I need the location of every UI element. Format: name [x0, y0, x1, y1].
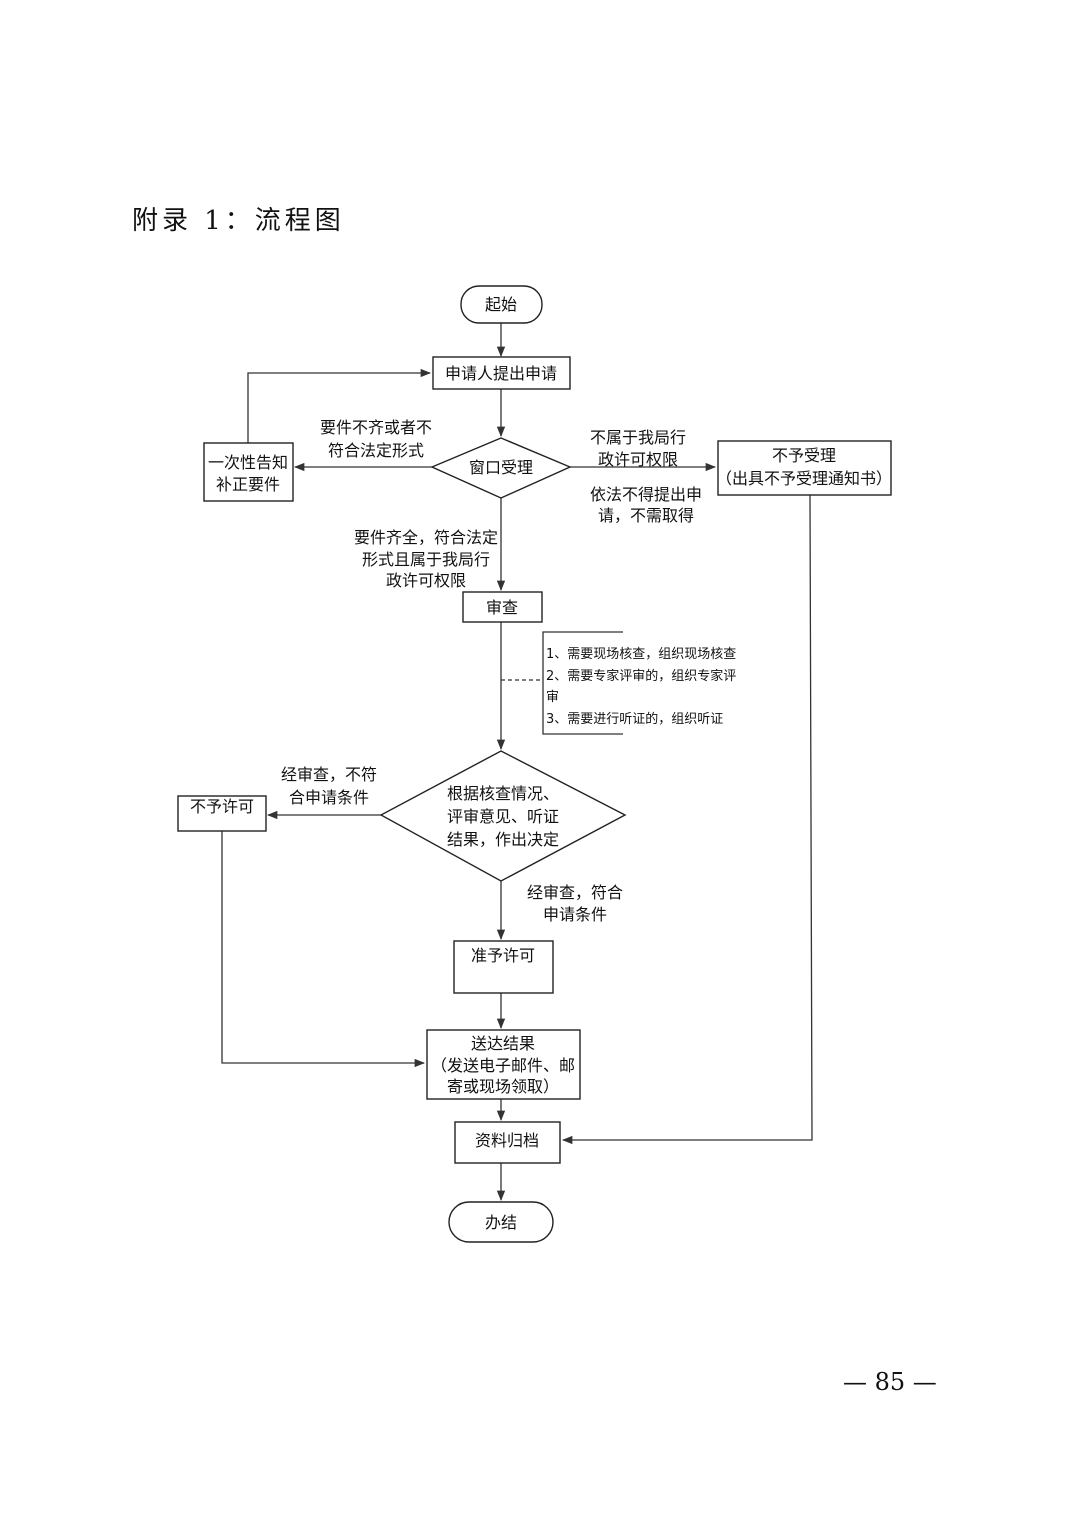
reject-accept-line-1: 不予受理 [772, 446, 836, 465]
pass-label-2: 申请条件 [543, 905, 607, 924]
notify-line-1: 一次性告知 [208, 453, 288, 472]
arrow-notify-to-apply [247, 368, 432, 443]
arrow-reject-to-archive [561, 494, 813, 1145]
reject-accept-line-2: （出具不予受理通知书） [716, 469, 892, 488]
archive-label: 资料归档 [475, 1131, 539, 1150]
window-decision: 窗口受理 [430, 437, 572, 499]
start-node: 起始 [460, 285, 543, 324]
complete-label-2: 形式且属于我局行 [362, 550, 490, 569]
deny-node: 不予许可 [177, 795, 267, 832]
deliver-line-3: 寄或现场领取） [447, 1077, 559, 1096]
review-note-3: 审 [546, 690, 559, 705]
page-number: — 85 — [843, 1368, 937, 1396]
decision-line-1: 根据核查情况、 [447, 784, 559, 803]
decision-line-3: 结果，作出决定 [447, 830, 559, 849]
notify-line-2: 补正要件 [216, 475, 280, 494]
fail-label-2: 合申请条件 [289, 788, 369, 807]
window-label: 窗口受理 [469, 458, 533, 477]
deliver-node: 送达结果 （发送电子邮件、邮 寄或现场领取） [426, 1029, 581, 1100]
review-note-2: 2、需要专家评审的，组织专家评 [546, 668, 736, 684]
not-authority-label-1: 不属于我局行 [590, 428, 686, 447]
fail-label-1: 经审查，不符 [281, 765, 377, 784]
review-label: 审查 [486, 598, 518, 617]
page-heading: 附录 1：流程图 [132, 206, 345, 236]
end-node: 办结 [448, 1201, 554, 1243]
connectors [221, 323, 813, 1202]
edge-labels: 要件不齐或者不 符合法定形式 不属于我局行 政许可权限 依法不得提出申 请，不需… [281, 418, 702, 924]
grant-node: 准予许可 [453, 940, 554, 994]
grant-label: 准予许可 [471, 946, 535, 965]
review-notes: 1、需要现场核查，组织现场核查 2、需要专家评审的，组织专家评 审 3、需要进行… [542, 631, 736, 735]
complete-label-1: 要件齐全，符合法定 [354, 528, 498, 547]
archive-node: 资料归档 [454, 1121, 561, 1164]
review-node: 审查 [462, 591, 543, 623]
pass-label-1: 经审查，符合 [527, 883, 623, 902]
not-needed-label-1: 依法不得提出申 [590, 485, 702, 504]
notify-node: 一次性告知 补正要件 [203, 442, 294, 502]
not-authority-label-2: 政许可权限 [598, 450, 678, 469]
arrow-deny-to-deliver [221, 831, 426, 1068]
apply-label: 申请人提出申请 [445, 364, 557, 383]
review-note-1: 1、需要现场核查，组织现场核查 [546, 647, 736, 662]
complete-label-3: 政许可权限 [386, 571, 466, 590]
deliver-line-2: （发送电子邮件、邮 [431, 1056, 575, 1075]
deny-label: 不予许可 [190, 797, 254, 816]
not-needed-label-2: 请，不需取得 [598, 506, 694, 525]
incomplete-label-1: 要件不齐或者不 [320, 418, 432, 437]
reject-accept-node: 不予受理 （出具不予受理通知书） [716, 440, 892, 496]
decision-line-2: 评审意见、听证 [447, 807, 559, 826]
incomplete-label-2: 符合法定形式 [328, 441, 424, 460]
review-note-4: 3、需要进行听证的，组织听证 [546, 711, 723, 727]
deliver-line-1: 送达结果 [471, 1034, 535, 1053]
decision-node: 根据核查情况、 评审意见、听证 结果，作出决定 [379, 750, 627, 882]
apply-node: 申请人提出申请 [432, 356, 571, 390]
start-label: 起始 [485, 295, 517, 314]
end-label: 办结 [485, 1213, 517, 1232]
